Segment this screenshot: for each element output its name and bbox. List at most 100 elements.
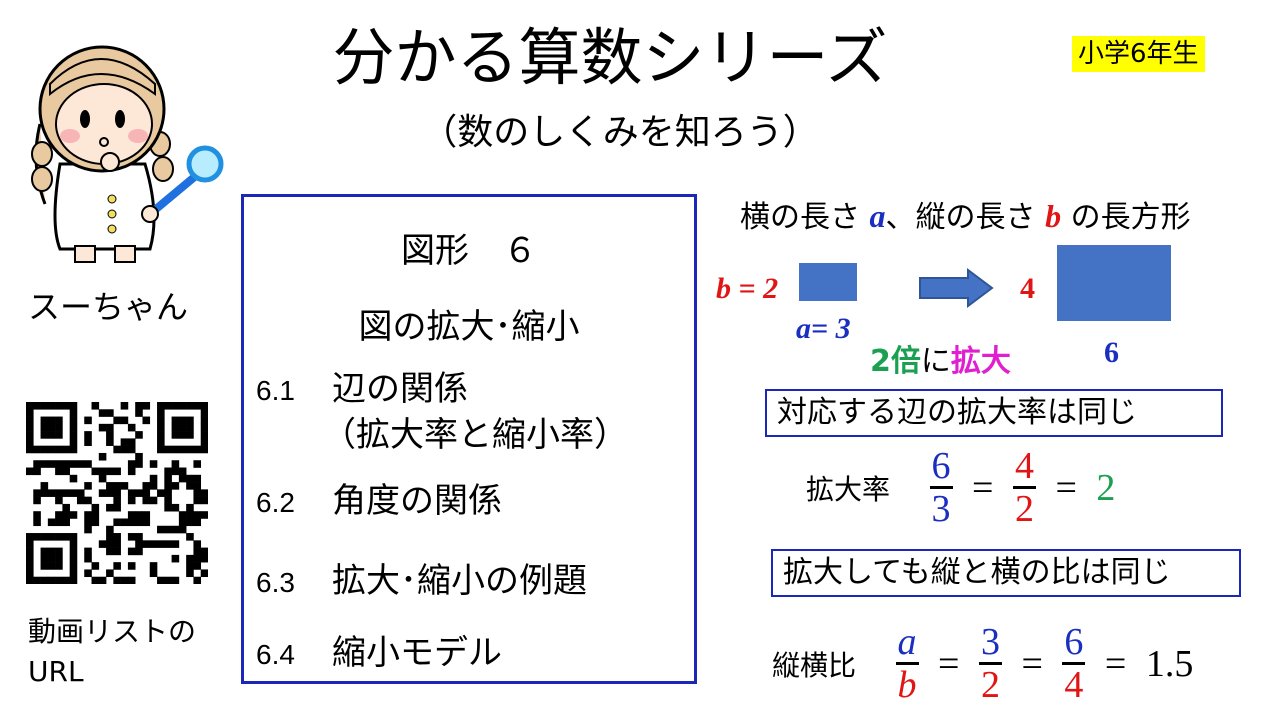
qr-module [47, 562, 56, 570]
qr-module [69, 423, 78, 432]
qr-module [91, 576, 100, 584]
qr-module [47, 416, 56, 425]
qr-module [135, 431, 143, 439]
qr-module [193, 547, 202, 556]
qr-module [47, 518, 56, 527]
qr-module [171, 423, 180, 432]
qr-module [157, 431, 165, 439]
qr-module [127, 533, 136, 541]
qr-module [200, 496, 208, 505]
qr-module [40, 562, 49, 570]
qr-module [55, 511, 63, 519]
qr-module [26, 540, 34, 548]
qr-module [69, 416, 78, 425]
qr-module [40, 482, 49, 490]
qr-module [26, 547, 34, 556]
qr-module [186, 431, 194, 439]
rule-aspect-box: 拡大しても縦と横の比は同じ [771, 549, 1241, 597]
big-rect-height-label: 4 [1020, 272, 1035, 305]
qr-module [135, 540, 143, 548]
qr-module [120, 416, 129, 425]
qr-module [69, 569, 78, 578]
qr-module [84, 496, 92, 505]
qr-module [55, 554, 63, 563]
qr-module [127, 423, 136, 432]
qr-module [106, 525, 114, 534]
qr-module [69, 576, 78, 584]
qr-module [62, 518, 70, 527]
qr-module [142, 496, 151, 505]
desc-text: 横の長さ [740, 200, 860, 235]
qr-module [135, 533, 143, 541]
qr-module [142, 416, 151, 425]
qr-module [127, 576, 136, 584]
qr-module [98, 409, 107, 417]
qr-module [186, 503, 194, 512]
qr-module [91, 467, 100, 476]
qr-module [113, 540, 121, 548]
qr-module [200, 402, 208, 410]
qr-module [157, 438, 165, 446]
qr-module [47, 489, 56, 497]
qr-module [84, 525, 92, 534]
qr-module [47, 431, 56, 439]
qr-module [26, 533, 34, 541]
qr-module [33, 460, 41, 468]
qr-module [33, 445, 41, 454]
qr-module [26, 445, 34, 454]
qr-module [157, 525, 165, 534]
toc-item-number: 6.3 [256, 567, 295, 598]
qr-code[interactable] [26, 402, 208, 584]
qr-module [33, 533, 41, 541]
qr-module [135, 452, 143, 461]
qr-module [106, 467, 114, 476]
qr-module [127, 460, 136, 468]
qr-module [113, 503, 121, 512]
qr-module [69, 409, 78, 417]
qr-module [69, 438, 78, 446]
qr-module [135, 518, 143, 527]
equals-sign: = [1104, 642, 1127, 685]
qr-module [26, 402, 34, 410]
qr-module [120, 576, 129, 584]
qr-module [26, 569, 34, 578]
aspect-result: 1.5 [1145, 642, 1194, 685]
big-rectangle [1057, 245, 1171, 321]
qr-module [26, 409, 34, 417]
qr-module [113, 482, 121, 490]
qr-module [26, 438, 34, 446]
qr-module [127, 511, 136, 519]
qr-module [200, 416, 208, 425]
qr-module [135, 409, 143, 417]
equals-sign: = [1021, 642, 1043, 685]
qr-module [69, 474, 78, 483]
qr-module [26, 431, 34, 439]
qr-module [91, 402, 100, 410]
qr-module [186, 445, 194, 454]
fraction-numerator: 6 [1064, 621, 1084, 663]
qr-module [186, 533, 194, 541]
qr-module [193, 474, 202, 483]
qr-module [127, 489, 136, 497]
qr-module [171, 467, 180, 476]
toc-item-sublabel: （拡大率と縮小率） [322, 415, 628, 455]
qr-module [84, 547, 92, 556]
qr-module [178, 431, 187, 439]
arrow-right-icon [919, 268, 994, 308]
qr-module [55, 416, 63, 425]
qr-module [69, 402, 78, 410]
qr-module [178, 445, 187, 454]
qr-module [200, 431, 208, 439]
qr-module [62, 467, 70, 476]
qr-module [55, 460, 63, 468]
qr-module [55, 489, 63, 497]
character-name: スーちゃん [28, 288, 189, 326]
ratio-result: 2 [1096, 466, 1116, 509]
